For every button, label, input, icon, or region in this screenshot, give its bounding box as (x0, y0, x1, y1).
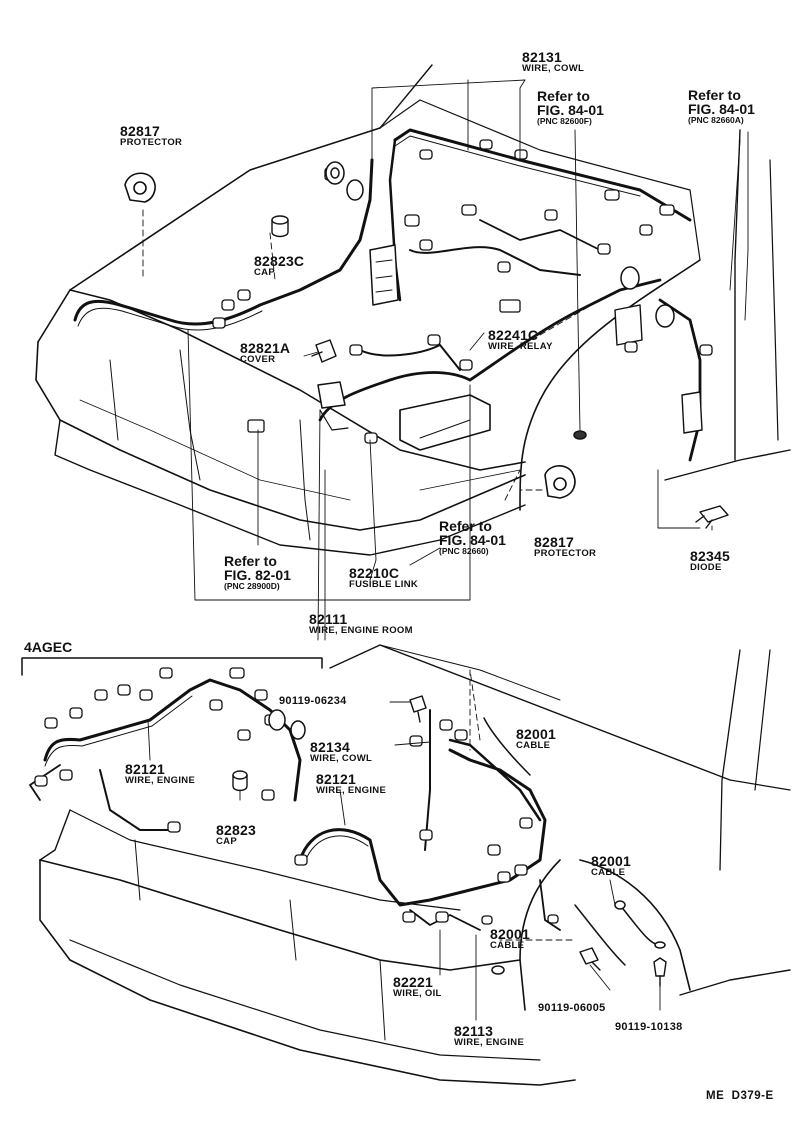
reference-fig-84-01-82600f: Refer to FIG. 84-01 (PNC 82600F) (537, 88, 604, 126)
callout-82113: 82113 WIRE, ENGINE (454, 1023, 525, 1048)
cover-icon (311, 339, 337, 363)
callout-90119-06234: 90119-06234 (279, 695, 347, 707)
reference-fig-84-01-82660a: Refer to FIG. 84-01 (PNC 82660A) (688, 87, 755, 125)
callout-82001-mid: 82001 CABLE (490, 926, 530, 951)
callout-82817-lower: 82817 PROTECTOR (534, 534, 597, 559)
callout-82817-upper: 82817 PROTECTOR (120, 123, 183, 148)
callout-82221: 82221 WIRE, OIL (393, 974, 442, 999)
reference-fig-82-01-28900d: Refer to FIG. 82-01 (PNC 28900D) (224, 553, 291, 591)
cap-icon (232, 770, 248, 792)
cap-icon (271, 215, 289, 238)
bolt-icon (579, 947, 601, 971)
callout-82111: 82111 WIRE, ENGINE ROOM (309, 611, 413, 636)
callout-82001-right: 82001 CABLE (591, 853, 631, 878)
section-label-4agec: 4AGEC (24, 639, 73, 655)
bolt-icon (653, 957, 667, 987)
callout-82131: 82131 WIRE, COWL (522, 49, 585, 74)
callout-82121-left: 82121 WIRE, ENGINE (125, 761, 196, 786)
reference-fig-84-01-82660: Refer to FIG. 84-01 (PNC 82660) (439, 518, 506, 556)
drawing-code: ME D379-E (706, 1090, 774, 1102)
callout-82345: 82345 DIODE (690, 548, 730, 573)
callout-90119-10138: 90119-10138 (615, 1021, 683, 1033)
callout-82821a: 82821A COVER (240, 340, 291, 365)
callout-82823: 82823 CAP (216, 822, 256, 847)
callout-82121-right: 82121 WIRE, ENGINE (316, 771, 387, 796)
callout-90119-06005: 90119-06005 (538, 1002, 606, 1014)
callout-82241c: 82241C WIRE, RELAY (488, 327, 553, 352)
callout-82210c: 82210C FUSIBLE LINK (349, 565, 419, 590)
protector-icon (544, 465, 576, 499)
lower-4agec-bay (21, 644, 791, 1086)
callout-82134: 82134 WIRE, COWL (310, 739, 373, 764)
bolt-icon (409, 695, 427, 723)
diode-icon (695, 505, 729, 529)
callout-82001-top: 82001 CABLE (516, 726, 556, 751)
upper-engine-bay (35, 64, 791, 641)
protector-icon (124, 172, 156, 203)
callout-82823c: 82823C CAP (254, 253, 305, 278)
